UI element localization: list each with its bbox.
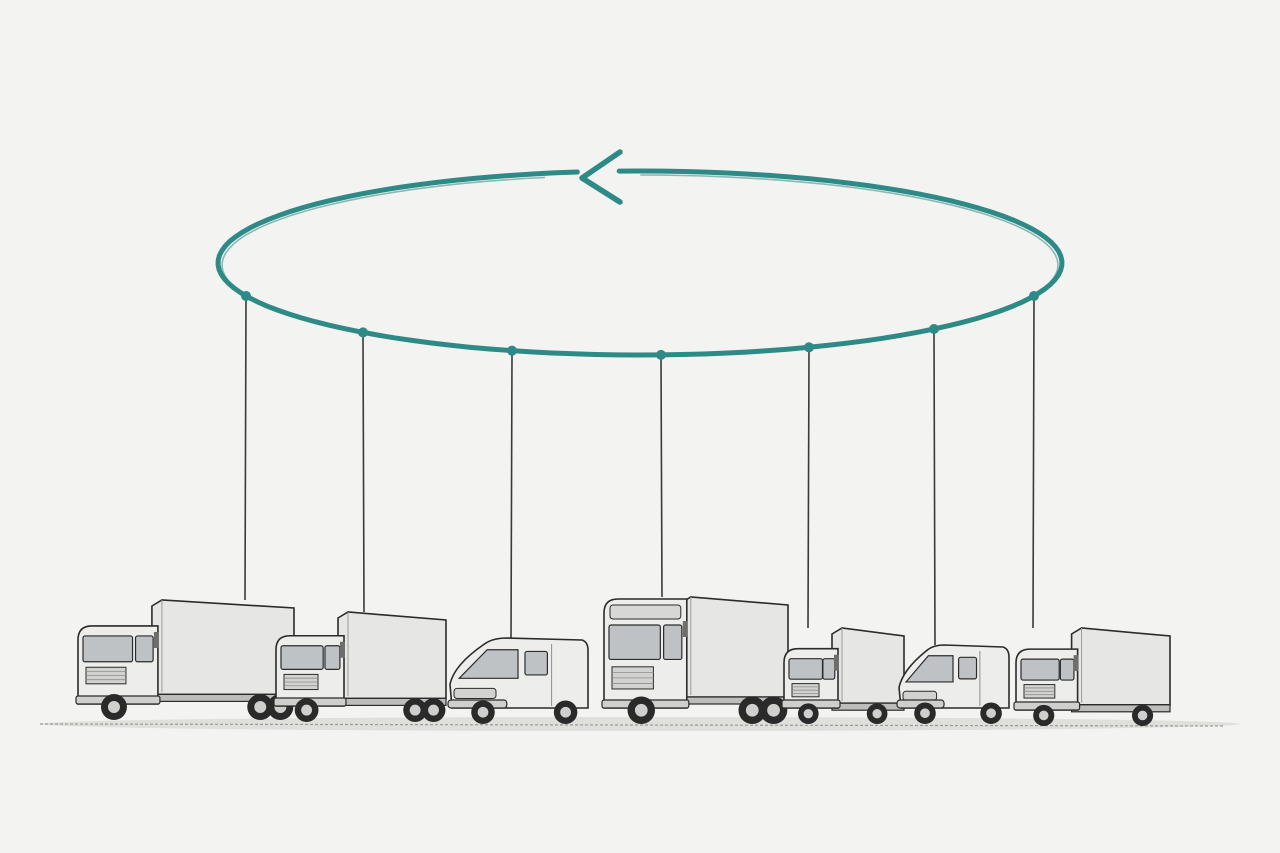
hubcap	[1037, 709, 1050, 722]
grille	[902, 690, 938, 701]
connector-line	[244, 298, 247, 601]
chassis	[1070, 704, 1171, 713]
cargo-box	[151, 599, 295, 696]
connector-node	[1029, 290, 1039, 301]
windshield	[608, 624, 661, 661]
hubcap	[300, 703, 314, 717]
hubcap	[253, 700, 268, 715]
windshield	[1020, 658, 1060, 681]
side-window	[324, 645, 341, 670]
side-window	[663, 624, 683, 661]
arrow-left-icon	[579, 149, 623, 205]
hubcap	[633, 702, 649, 718]
hubcap	[766, 702, 781, 718]
connector-node	[507, 345, 517, 356]
windshield	[280, 645, 324, 670]
cargo-box	[1070, 627, 1171, 706]
vehicle-7-box-truck-icon	[1013, 627, 1171, 726]
connector-node	[358, 327, 368, 338]
hubcap	[985, 707, 997, 720]
mirror	[834, 654, 839, 671]
hubcap	[802, 707, 814, 720]
connector-line	[1032, 298, 1035, 629]
side-window	[822, 658, 836, 680]
mirror	[153, 631, 159, 648]
connector-line	[510, 353, 513, 639]
connector-lines	[241, 290, 1039, 646]
hubcap	[106, 700, 121, 715]
vehicle-4-semi-truck-icon	[601, 596, 789, 724]
hubcap	[744, 702, 760, 718]
vehicle-2-box-truck-icon	[273, 611, 447, 722]
cab-visor	[609, 604, 682, 620]
cargo-box	[831, 627, 905, 704]
hubcap	[1136, 709, 1149, 722]
mirror	[682, 621, 688, 637]
ground-shadow-band	[40, 717, 1240, 731]
side-window	[134, 635, 154, 663]
vehicle-row	[75, 596, 1171, 726]
connector-line	[362, 335, 365, 613]
connector-node	[804, 342, 814, 353]
loop-stroke-texture	[221, 174, 1059, 356]
connector-node	[929, 323, 939, 334]
connector-node	[656, 349, 666, 360]
hubcap	[427, 703, 440, 717]
connector-line	[807, 350, 810, 629]
windshield	[904, 655, 954, 683]
vehicle-3-van-icon	[447, 637, 589, 724]
connector-line	[660, 357, 663, 598]
ground-line	[39, 723, 1226, 727]
connector-line	[933, 331, 936, 646]
mirror	[1073, 655, 1079, 672]
hubcap	[559, 705, 572, 719]
hubcap	[871, 707, 883, 720]
cargo-box	[337, 611, 447, 700]
ground-shadow	[39, 717, 1240, 731]
vehicle-5-box-truck-icon	[781, 627, 905, 724]
hubcap	[919, 707, 931, 720]
hubcap	[476, 705, 490, 719]
cargo-box	[680, 596, 789, 698]
windshield	[457, 649, 519, 679]
mirror	[340, 641, 345, 658]
windshield	[82, 635, 134, 663]
windshield	[788, 658, 824, 680]
side-window	[957, 656, 978, 680]
vehicle-6-van-icon	[896, 644, 1010, 724]
side-window	[1059, 658, 1075, 681]
vehicle-1-box-truck-icon	[75, 599, 295, 721]
side-window	[524, 650, 548, 676]
loop-ring	[215, 149, 1065, 358]
grille	[453, 687, 497, 699]
hubcap	[408, 703, 422, 717]
connector-node	[241, 290, 251, 301]
